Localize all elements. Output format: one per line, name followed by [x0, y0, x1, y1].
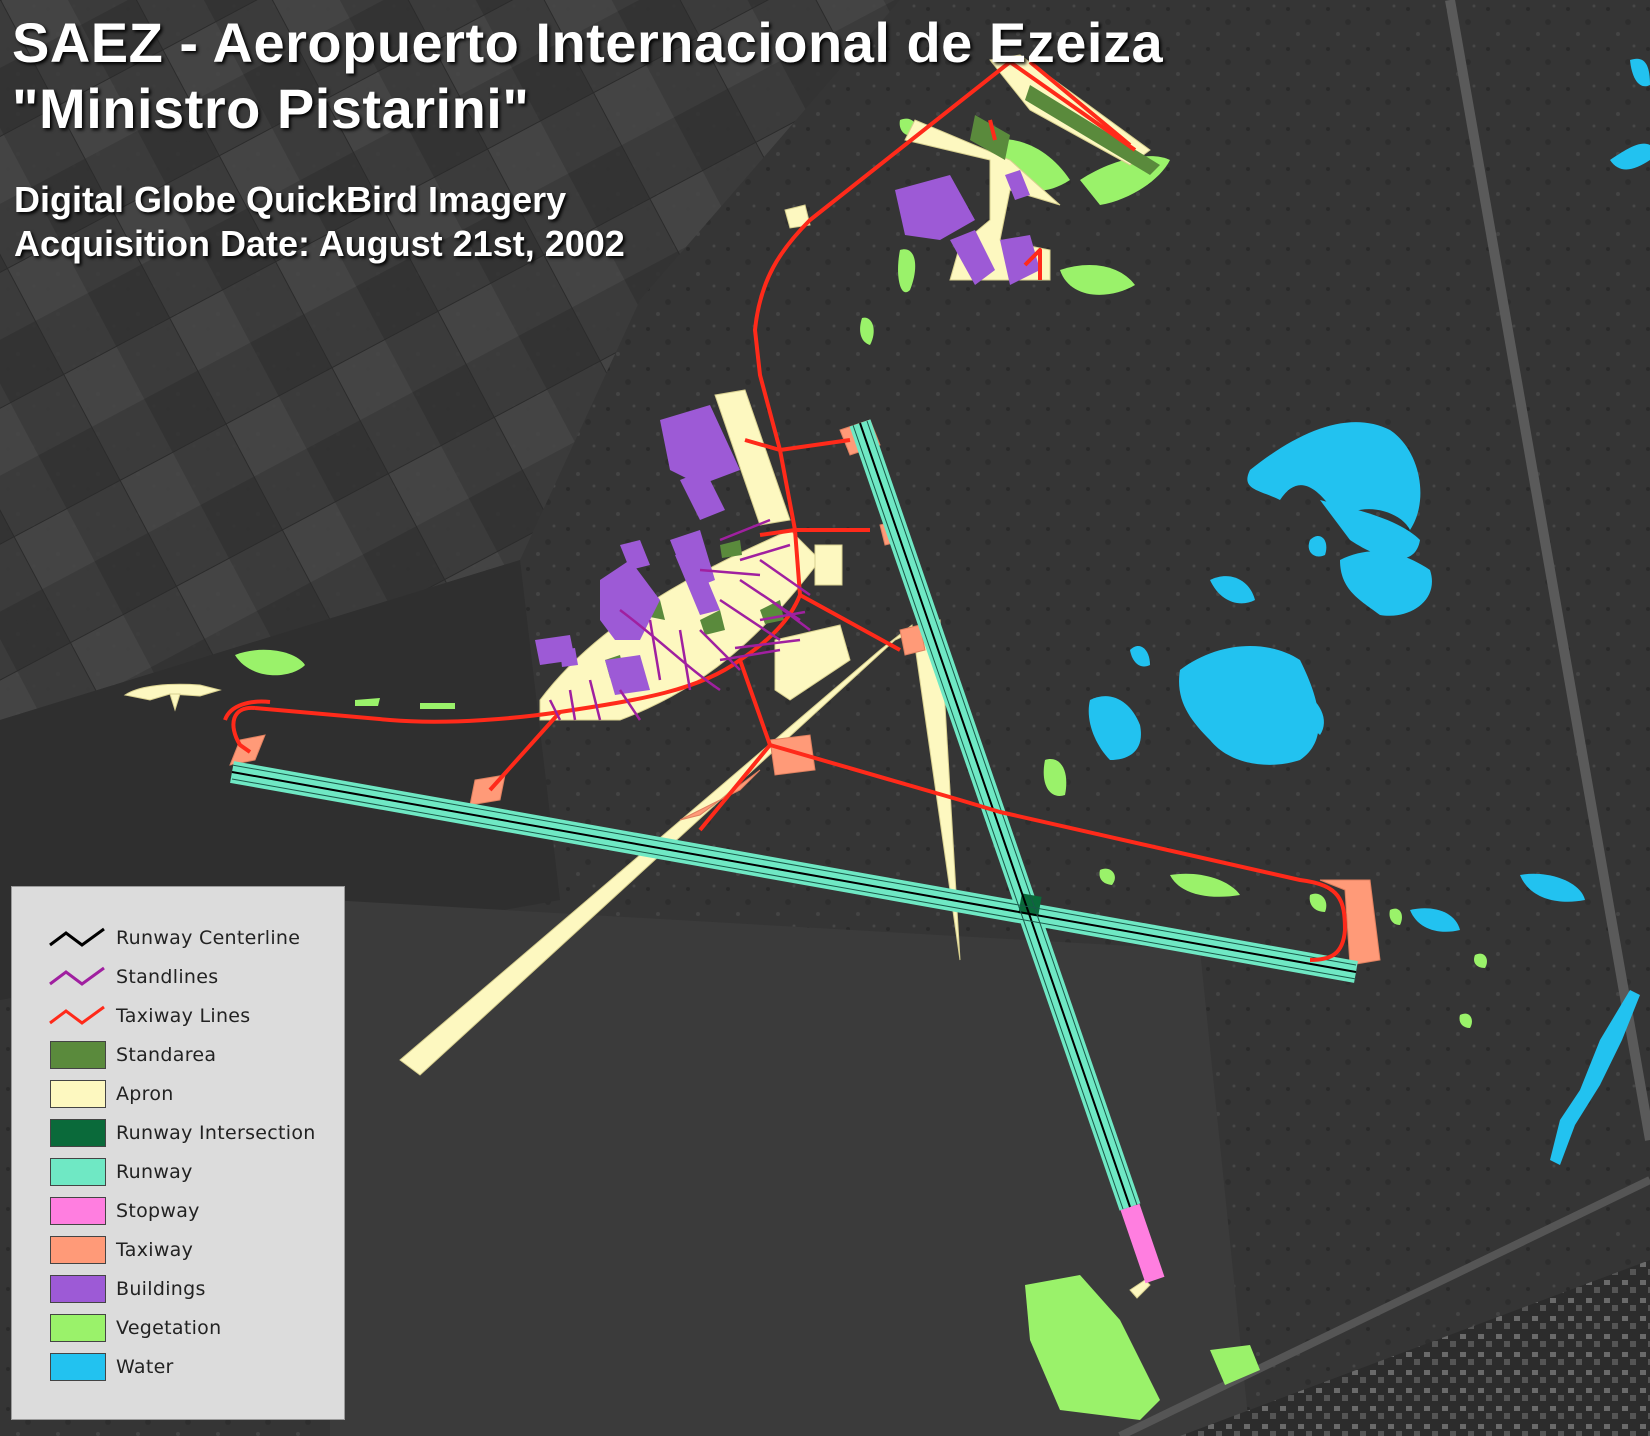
legend-item-standarea: Standarea	[48, 1040, 216, 1070]
taxiway-lines	[223, 60, 1347, 962]
legend-item-stopway: Stopway	[48, 1196, 200, 1226]
highway-east	[1445, 0, 1650, 1141]
legend-symbol-standarea	[48, 1040, 108, 1070]
legend-item-runway-centerline: Runway Centerline	[48, 923, 300, 953]
title-line-1: SAEZ - Aeropuerto Internacional de Ezeiz…	[12, 11, 1164, 74]
subtitle-imagery: Digital Globe QuickBird Imagery	[14, 179, 567, 220]
grass-field-south	[330, 900, 1250, 1436]
standlines	[548, 518, 811, 721]
legend-item-taxiway: Taxiway	[48, 1235, 193, 1265]
legend-item-buildings: Buildings	[48, 1274, 206, 1304]
legend-label: Runway Centerline	[116, 927, 301, 949]
agricultural-fields	[0, 0, 900, 720]
title-line-2: "Ministro Pistarini"	[12, 77, 530, 140]
legend-item-water: Water	[48, 1352, 174, 1382]
legend-label: Standlines	[116, 966, 219, 988]
legend-symbol-water	[48, 1352, 108, 1382]
map-title: SAEZ - Aeropuerto Internacional de Ezeiz…	[12, 10, 1163, 142]
vegetation-areas	[235, 118, 1487, 1420]
legend-label: Runway	[116, 1161, 193, 1183]
legend-item-apron: Apron	[48, 1079, 174, 1109]
map-subtitle: Digital Globe QuickBird Imagery Acquisit…	[14, 178, 625, 266]
legend-item-runway: Runway	[48, 1157, 193, 1187]
legend-label: Vegetation	[116, 1317, 222, 1339]
legend-symbol-buildings	[48, 1274, 108, 1304]
legend-item-runway-intersection: Runway Intersection	[48, 1118, 316, 1148]
legend-symbol-runway-intersection	[48, 1118, 108, 1148]
legend-item-vegetation: Vegetation	[48, 1313, 221, 1343]
legend-symbol-apron	[48, 1079, 108, 1109]
legend-item-standlines: Standlines	[48, 962, 218, 992]
legend-label: Standarea	[116, 1044, 217, 1066]
road-south	[1118, 1176, 1650, 1436]
legend-label: Taxiway	[116, 1239, 194, 1261]
legend-item-taxiway-lines: Taxiway Lines	[48, 1001, 251, 1031]
legend-symbol-taxiway	[48, 1235, 108, 1265]
town-southeast	[1180, 1260, 1650, 1436]
legend-label: Taxiway Lines	[116, 1005, 251, 1027]
legend-symbol-taxiway-lines	[48, 1001, 108, 1031]
legend-symbol-stopway	[48, 1196, 108, 1226]
building-footprints	[535, 170, 1040, 695]
subtitle-acquisition-date: Acquisition Date: August 21st, 2002	[14, 223, 625, 264]
legend-label: Apron	[116, 1083, 174, 1105]
legend-label: Water	[116, 1356, 174, 1378]
water-features	[1088, 58, 1650, 1165]
legend-label: Stopway	[116, 1200, 200, 1222]
legend-symbol-runway-centerline	[48, 923, 108, 953]
legend-symbol-standlines	[48, 962, 108, 992]
legend-label: Buildings	[116, 1278, 206, 1300]
legend-label: Runway Intersection	[116, 1122, 316, 1144]
legend-symbol-vegetation	[48, 1313, 108, 1343]
legend-symbol-runway	[48, 1157, 108, 1187]
stopway-south	[1120, 1203, 1165, 1284]
